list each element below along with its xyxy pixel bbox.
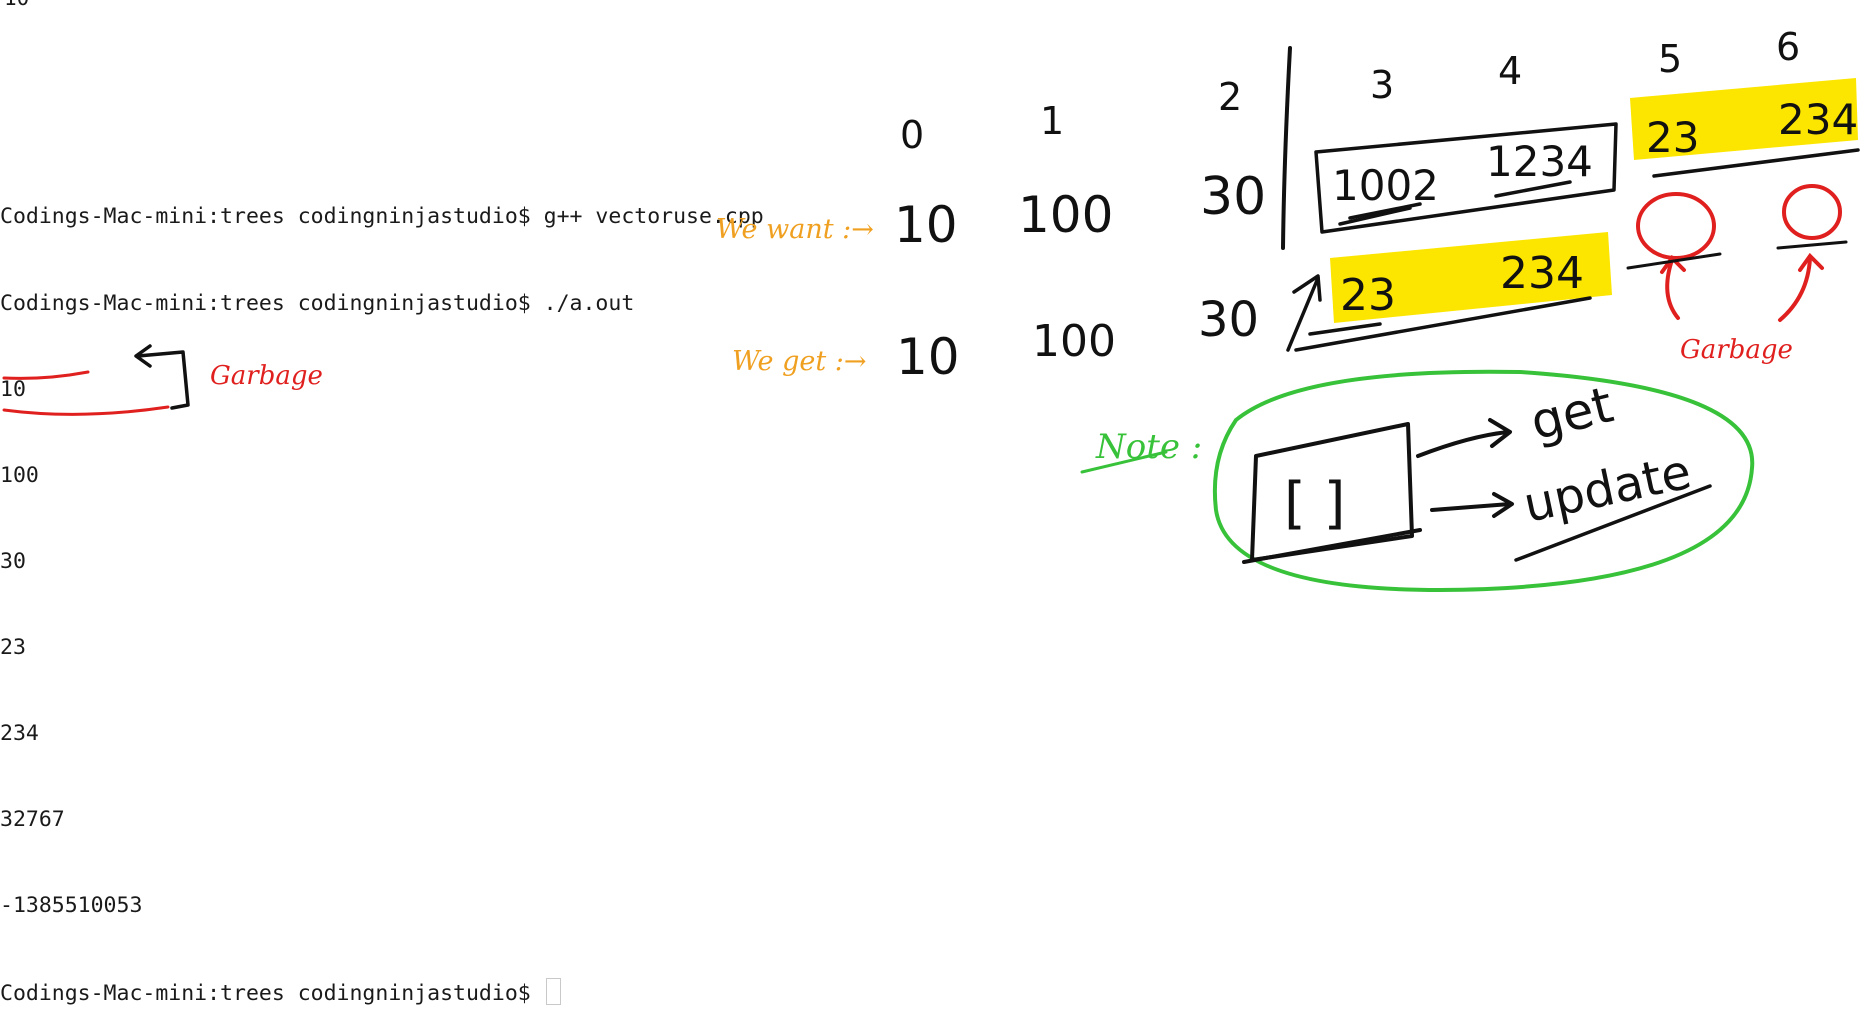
garbage-bracket-arrow-icon (134, 344, 190, 410)
terminal-line: 23 (0, 634, 26, 660)
index-6: 6 (1776, 25, 1800, 69)
get-label: get (1525, 376, 1619, 452)
wanted-value: 100 (1018, 186, 1113, 244)
size-divider-line (1281, 46, 1292, 250)
index-0: 0 (900, 113, 924, 157)
got-value: 234 (1500, 248, 1584, 299)
highlight-got-23-234 (1330, 232, 1612, 323)
terminal-line-garbage: 32767 (0, 807, 65, 833)
terminal-line: 30 (0, 548, 26, 574)
arrow-up-icon (1778, 256, 1812, 322)
overwritten-box (1314, 122, 1618, 234)
wanted-value: 10 (894, 196, 958, 254)
handwritten-annotations: Garbage We want :→ We get :→ 0 1 2 3 4 5… (2, 25, 1860, 593)
highlight-wanted-23-234 (1630, 78, 1858, 160)
garbage-circle-6 (1782, 184, 1842, 240)
wanted-value: 234 (1778, 95, 1858, 144)
terminal-prompt-line[interactable]: Codings-Mac-mini:trees codingninjastudio… (0, 978, 764, 1007)
update-label: update (1519, 444, 1696, 534)
terminal-line: Codings-Mac-mini:trees codingninjastudio… (0, 290, 635, 316)
arrow-right-icon (1416, 418, 1514, 518)
terminal-cursor[interactable] (545, 978, 561, 1006)
note-underline (1080, 450, 1168, 474)
arrow-up-icon (1665, 258, 1680, 320)
note-label: Note : (1095, 427, 1202, 467)
terminal-line: 100 (0, 462, 39, 488)
index-5: 5 (1658, 37, 1682, 81)
wanted-values: 10 100 30 1002 1234 23 234 (894, 95, 1858, 254)
garbage-circles (1636, 184, 1842, 322)
index-row: 0 1 2 3 4 5 6 (900, 25, 1800, 157)
terminal-prompt: Codings-Mac-mini:trees codingninjastudio… (0, 981, 544, 1007)
garbage-underlines (1626, 240, 1848, 270)
index-1: 1 (1040, 99, 1064, 143)
terminal-line: Codings-Mac-mini:trees codingninjastudio… (0, 204, 764, 230)
index-3: 3 (1370, 63, 1394, 107)
garbage-marker-left (2, 370, 170, 416)
index-2: 2 (1218, 75, 1242, 119)
wanted-value: 1234 (1486, 137, 1593, 186)
we-want-label: We want :→ (716, 214, 874, 245)
wanted-tail-underline (1652, 148, 1860, 178)
index-4: 4 (1498, 49, 1522, 93)
terminal-line-garbage: -1385510053 (0, 893, 143, 919)
highlight-marks (1330, 78, 1858, 323)
terminal-line: 234 (0, 720, 39, 746)
subscript-operator: [ ] (1284, 471, 1346, 536)
note-green-outline (1212, 369, 1755, 593)
operator-box-icon (1242, 422, 1422, 564)
update-underline (1514, 484, 1712, 562)
wanted-value: 30 (1200, 167, 1266, 227)
got-values: 10 100 30 23 234 (896, 248, 1584, 386)
got-value: 100 (1032, 316, 1116, 367)
got-move-arrow-icon (1286, 274, 1592, 352)
we-get-label: We get :→ (732, 346, 867, 377)
garbage-circle-5 (1636, 192, 1716, 260)
got-value: 23 (1340, 270, 1396, 321)
terminal-line: 10 (0, 376, 26, 402)
garbage-label-right: Garbage (1680, 335, 1793, 365)
got-value: 10 (896, 328, 960, 386)
wanted-value: 23 (1646, 113, 1699, 162)
terminal-top-fragment: 10 (4, 0, 29, 10)
got-value: 30 (1198, 292, 1259, 348)
garbage-label-left: Garbage (210, 361, 323, 391)
wanted-value: 1002 (1332, 161, 1439, 210)
